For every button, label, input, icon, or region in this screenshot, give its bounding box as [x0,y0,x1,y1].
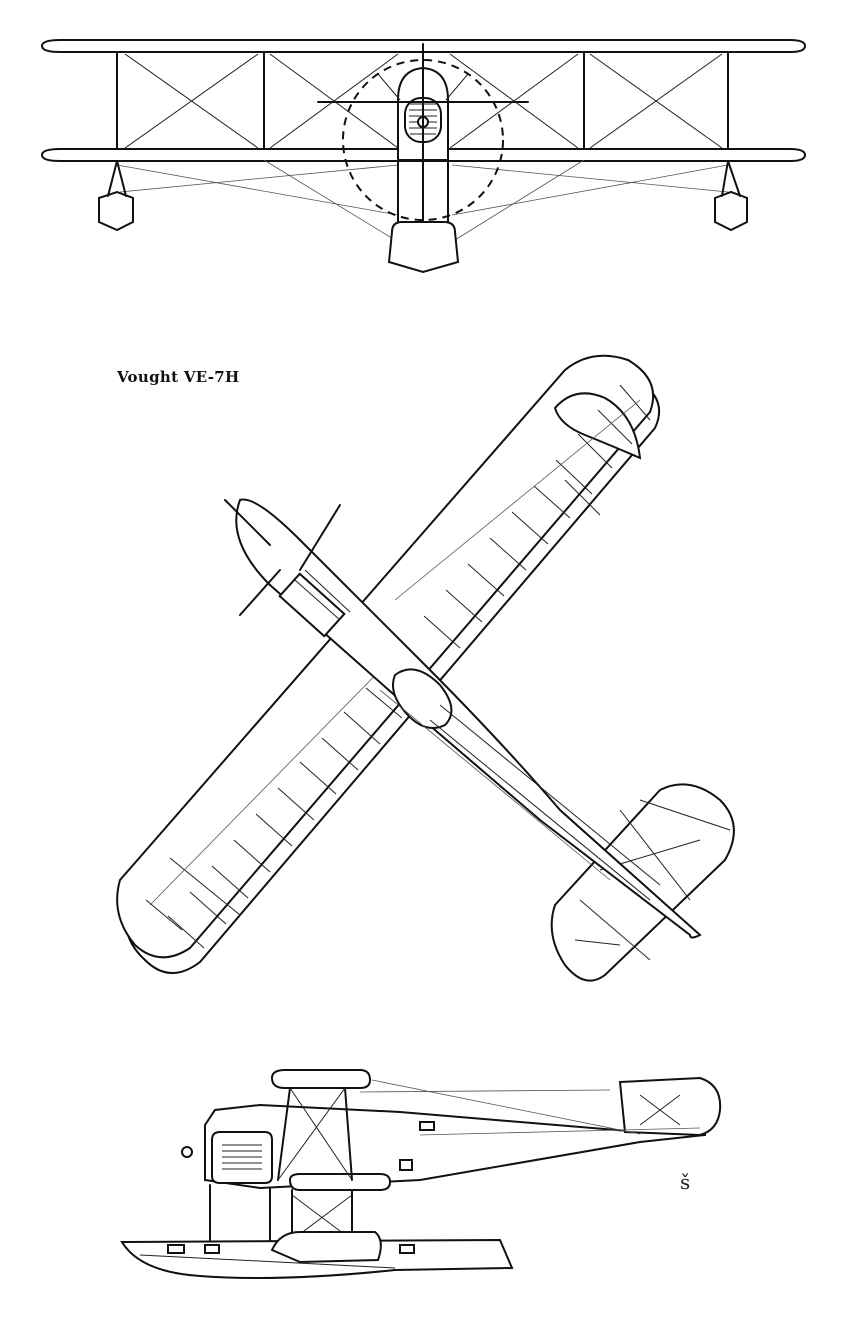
artist-signature: š [680,1170,691,1194]
top-engine [278,569,351,638]
front-propeller-arc [342,59,504,221]
side-main-float [120,1231,514,1279]
front-struts [116,51,729,150]
top-wing-ribs [145,384,651,949]
front-fuselage [317,43,529,226]
side-upper-wing [270,1069,372,1089]
top-propeller [224,499,341,616]
front-wingtip-floats [98,160,748,232]
side-tail-fin [618,1076,722,1137]
front-center-float [387,221,460,274]
aircraft-title: Vought VE-7H [117,368,240,386]
side-lower-wing [288,1173,392,1191]
top-tailplane [550,783,735,982]
